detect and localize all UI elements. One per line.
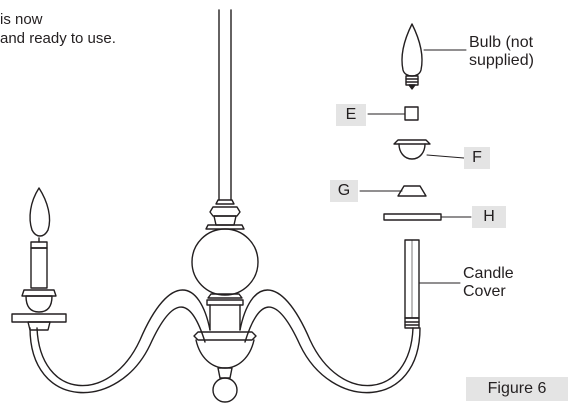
figure-label: Figure 6 <box>466 377 568 401</box>
instruction-line-2: and ready to use. <box>0 30 116 47</box>
bulb-label: Bulb (not supplied) <box>469 34 534 70</box>
part-e-sleeve <box>404 106 419 121</box>
center-rod <box>218 9 232 201</box>
part-e-label: E <box>336 104 366 126</box>
candle-cover-label-line-1: Candle <box>463 265 514 282</box>
part-h-plate <box>383 213 442 221</box>
instruction-line-1: is now <box>0 11 43 28</box>
bulb-label-line-2: supplied) <box>469 52 534 69</box>
part-f-label: F <box>464 147 490 169</box>
left-arm <box>29 289 211 394</box>
candle-cover-tube <box>404 239 420 319</box>
bulb-icon <box>401 23 423 90</box>
center-bowl <box>193 331 257 403</box>
part-g-label: G <box>330 180 358 202</box>
right-arm <box>239 289 421 394</box>
right-candle-socket <box>404 317 420 329</box>
part-g-cup <box>397 185 427 197</box>
leader-lines <box>359 49 472 284</box>
left-candle-assembly <box>11 187 67 331</box>
instruction-text: is now and ready to use. <box>0 10 116 48</box>
lower-collar <box>206 293 244 331</box>
part-f-socket-cup <box>393 139 431 160</box>
bulb-label-line-1: Bulb (not <box>469 34 534 51</box>
candle-cover-label: Candle Cover <box>463 265 514 301</box>
part-h-label: H <box>472 206 506 228</box>
center-ball <box>191 228 259 296</box>
candle-cover-label-line-2: Cover <box>463 283 506 300</box>
upper-collar <box>205 199 245 230</box>
